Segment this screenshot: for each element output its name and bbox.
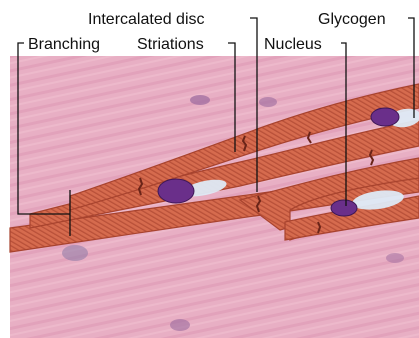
- label-nucleus: Nucleus: [264, 36, 322, 53]
- label-striations: Striations: [137, 36, 204, 53]
- label-intercalated-disc: Intercalated disc: [88, 11, 205, 28]
- background-nucleus: [259, 97, 277, 107]
- label-branching: Branching: [28, 36, 100, 53]
- nucleus-shape: [371, 108, 399, 126]
- label-glycogen: Glycogen: [318, 11, 386, 28]
- nucleus-shape: [331, 200, 357, 216]
- background-nucleus: [386, 253, 404, 263]
- nucleus-shape: [158, 179, 194, 203]
- background-nucleus: [170, 319, 190, 331]
- background-nucleus: [190, 95, 210, 105]
- background-nucleus: [62, 245, 88, 261]
